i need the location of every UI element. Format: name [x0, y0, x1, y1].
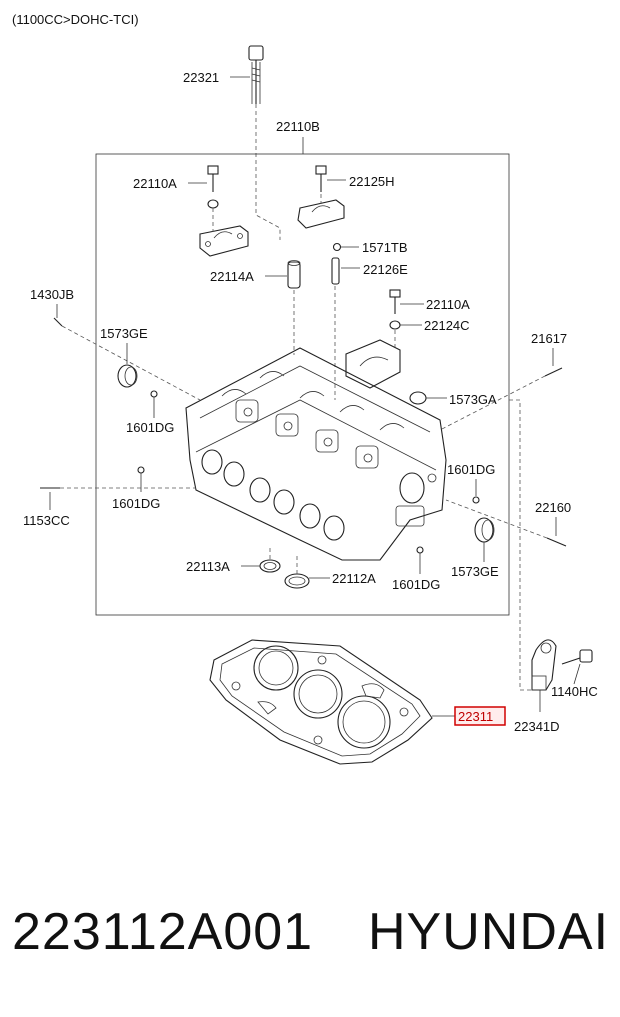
- bracket-22341D: [531, 639, 557, 691]
- cap-bolt-22110A-left: [207, 165, 219, 209]
- bolt-1140HC: [561, 649, 593, 665]
- label-22160: 22160: [535, 500, 571, 515]
- label-1430JB: 1430JB: [30, 287, 74, 302]
- label-1571TB: 1571TB: [362, 240, 408, 255]
- label-22113A: 22113A: [186, 559, 230, 574]
- seal-22112A: [284, 573, 310, 589]
- label-1140HC: 1140HC: [551, 684, 598, 699]
- cylinder-head-gasket-22311: [209, 639, 433, 765]
- label-1153CC: 1153CC: [23, 513, 70, 528]
- label-22114A: 22114A: [210, 269, 254, 284]
- label-22112A: 22112A: [332, 571, 376, 586]
- plug-1571TB: [332, 242, 359, 252]
- camshaft-front-cap: [345, 339, 401, 389]
- cylinder-head-assembly-frame: [95, 153, 510, 616]
- plug-cap-1573GE-left: [117, 364, 138, 388]
- brand-name: HYUNDAI: [368, 903, 610, 961]
- plug-1601DG-4: [416, 546, 424, 554]
- seal-22113A: [259, 559, 281, 573]
- plug-1601DG-2: [137, 466, 145, 474]
- label-1573GE-right: 1573GE: [451, 564, 499, 579]
- stud-21617: [544, 367, 563, 377]
- valve-lifter-22114A: [287, 260, 301, 289]
- engine-variant-note: (1100CC>DOHC-TCI): [12, 12, 139, 27]
- label-22124C: 22124C: [424, 318, 470, 333]
- plug-1601DG-1: [150, 390, 158, 398]
- camshaft-bearing-cap-left: [199, 225, 249, 257]
- label-1601DG-2: 1601DG: [112, 496, 160, 511]
- label-22110A-right: 22110A: [426, 297, 470, 312]
- label-22110B: 22110B: [276, 119, 320, 134]
- label-1573GA: 1573GA: [449, 392, 497, 407]
- label-21617: 21617: [531, 331, 567, 346]
- cap-bolt-22110A-right: [389, 289, 401, 314]
- label-22125H: 22125H: [349, 174, 395, 189]
- cap-22124C: [389, 320, 401, 330]
- label-22321: 22321: [183, 70, 219, 85]
- label-22110A-top: 22110A: [133, 176, 177, 191]
- label-22126E: 22126E: [363, 262, 408, 277]
- part-number: 223112A001: [12, 903, 314, 961]
- label-1573GE-left: 1573GE: [100, 326, 148, 341]
- head-bolt-22321: [248, 45, 264, 104]
- label-22311: 22311: [458, 709, 493, 724]
- cylinder-head: [185, 347, 447, 561]
- highlight-box-22311: [454, 706, 506, 726]
- cap-bolt-22125H: [315, 165, 327, 192]
- plug-1601DG-3: [472, 496, 480, 504]
- label-22341D: 22341D: [514, 719, 560, 734]
- pin-1430JB: [53, 317, 63, 327]
- plug-1573GA: [409, 391, 427, 405]
- camshaft-bearing-cap-right: [297, 199, 345, 229]
- label-1601DG-1: 1601DG: [126, 420, 174, 435]
- label-1601DG-4: 1601DG: [392, 577, 440, 592]
- stud-22160: [546, 537, 567, 547]
- dowel-pin-22126E: [331, 257, 340, 285]
- plug-cap-1573GE-right: [474, 517, 495, 543]
- label-1601DG-3: 1601DG: [447, 462, 495, 477]
